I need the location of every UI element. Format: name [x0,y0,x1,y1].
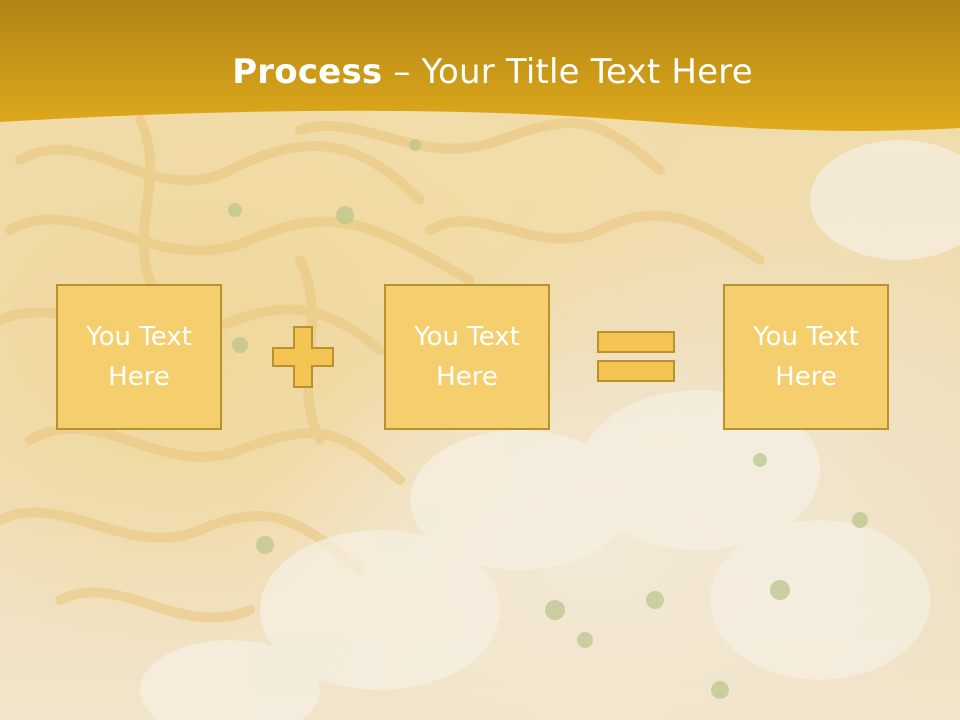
header-band [0,0,960,131]
box-label: You Text Here [753,322,859,392]
process-box-3[interactable]: You Text Here [723,284,889,430]
box-label: You Text Here [414,322,520,392]
title-rest: – Your Title Text Here [382,52,753,92]
title-bold: Process [232,52,383,92]
box-label: You Text Here [86,322,192,392]
process-box-1[interactable]: You Text Here [56,284,222,430]
page-title: Process – Your Title Text Here [0,52,960,92]
plus-icon [272,326,334,388]
equals-icon [597,331,675,382]
process-box-2[interactable]: You Text Here [384,284,550,430]
